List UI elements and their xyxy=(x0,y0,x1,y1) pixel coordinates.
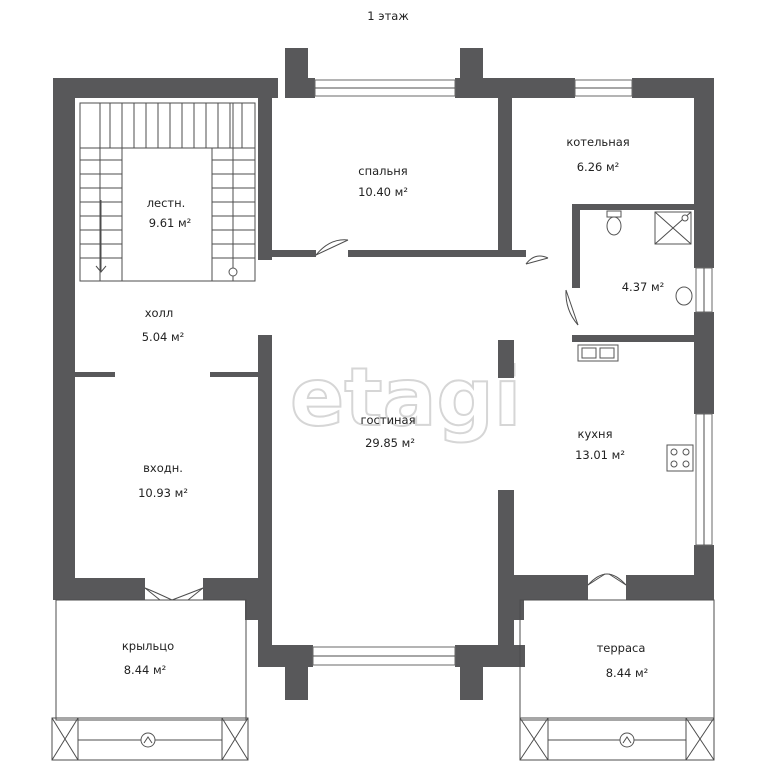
room-name: холл xyxy=(145,306,174,320)
room-area: 8.44 м² xyxy=(124,663,167,677)
room-area: 9.61 м² xyxy=(149,216,192,230)
room-label-living: гостиная 29.85 м² xyxy=(360,413,415,450)
room-area: 6.26 м² xyxy=(577,160,620,174)
room-area: 10.93 м² xyxy=(138,486,188,500)
room-label-bedroom: спальня 10.40 м² xyxy=(358,164,408,199)
room-name: лестн. xyxy=(147,196,186,210)
room-name: спальня xyxy=(358,164,407,178)
room-label-hall: холл 5.04 м² xyxy=(142,306,185,344)
room-area: 8.44 м² xyxy=(606,666,649,680)
windows xyxy=(312,79,713,666)
room-label-stairs: лестн. 9.61 м² xyxy=(147,196,192,230)
room-label-kitchen: кухня 13.01 м² xyxy=(575,427,625,462)
room-area: 13.01 м² xyxy=(575,448,625,462)
room-name: котельная xyxy=(566,135,629,149)
room-label-porch: крыльцо 8.44 м² xyxy=(122,639,174,677)
staircase xyxy=(79,102,256,282)
walls xyxy=(53,48,714,700)
floor-title: 1 этаж xyxy=(367,9,408,23)
room-area: 4.37 м² xyxy=(622,280,665,294)
room-area: 5.04 м² xyxy=(142,330,185,344)
room-label-terrace: терраса 8.44 м² xyxy=(597,641,649,680)
doors xyxy=(144,239,627,601)
room-label-boiler: котельная 6.26 м² xyxy=(566,135,629,174)
room-area: 29.85 м² xyxy=(365,436,415,450)
room-name: входн. xyxy=(143,461,183,475)
fixtures xyxy=(577,210,694,472)
porch-structure xyxy=(51,599,249,761)
room-name: крыльцо xyxy=(122,639,174,653)
room-area: 10.40 м² xyxy=(358,185,408,199)
room-name: гостиная xyxy=(360,413,415,427)
room-name: терраса xyxy=(597,641,646,655)
room-name: кухня xyxy=(578,427,613,441)
watermark-logo: etagi xyxy=(290,351,521,444)
room-label-bathroom: 4.37 м² xyxy=(622,280,665,294)
room-label-entrance: входн. 10.93 м² xyxy=(138,461,188,500)
terrace-structure xyxy=(519,599,715,761)
